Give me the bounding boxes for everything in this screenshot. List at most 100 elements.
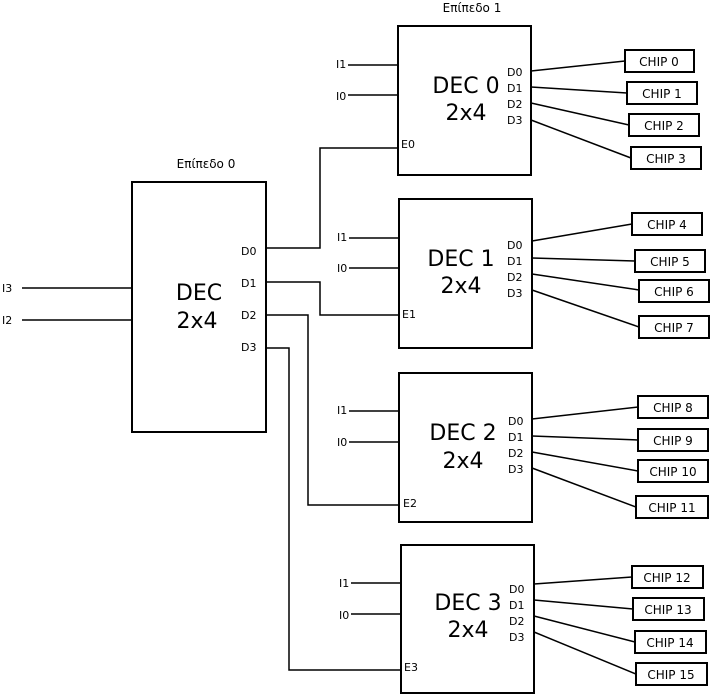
chip-9-label: CHIP 9 <box>653 434 693 448</box>
chip-14-box <box>634 630 707 654</box>
decoder-0-wire-chip-1 <box>530 86 628 94</box>
decoder-3-wire-chip-12 <box>533 576 633 585</box>
decoder-1-wire-chip-7 <box>531 289 640 328</box>
decoder-0-input-i0-label: I0 <box>336 90 346 103</box>
chip-6-box <box>638 279 710 303</box>
chip-7-label: CHIP 7 <box>654 321 694 335</box>
decoder-3-box <box>400 544 535 694</box>
decoder-1-wire-chip-4 <box>531 223 633 242</box>
level0-input-i2-label: I2 <box>2 314 12 327</box>
decoder-1-size: 2x4 <box>440 274 481 299</box>
decoder-2-wire-chip-10 <box>531 451 639 472</box>
level0-decoder-size: 2x4 <box>176 309 217 334</box>
decoder-1-name: DEC 1 <box>427 247 494 272</box>
chip-4-label: CHIP 4 <box>647 218 687 232</box>
decoder-1-output-d0-label: D0 <box>507 239 522 252</box>
level0-input-i3-label: I3 <box>2 282 12 295</box>
decoder-3-wire-chip-13 <box>533 599 634 610</box>
chip-3-label: CHIP 3 <box>646 152 686 166</box>
chip-15-label: CHIP 15 <box>647 668 694 682</box>
decoder-1-output-d2-label: D2 <box>507 271 522 284</box>
chip-8-label: CHIP 8 <box>653 401 693 415</box>
decoder-0-output-d0-label: D0 <box>507 66 522 79</box>
decoder-3-output-d2-label: D2 <box>509 615 524 628</box>
decoder-1-output-d3-label: D3 <box>507 287 522 300</box>
decoder-2-output-d1-label: D1 <box>508 431 523 444</box>
decoder-2-wire-chip-11 <box>531 467 637 508</box>
decoder-3-enable-label: E3 <box>404 661 418 674</box>
decoder-2-input-i0-label: I0 <box>337 436 347 449</box>
decoder-3-wire-chip-15 <box>533 631 637 675</box>
chip-8-box <box>637 395 709 419</box>
chip-11-label: CHIP 11 <box>648 501 695 515</box>
chip-13-label: CHIP 13 <box>644 603 691 617</box>
level0-output-d0-label: D0 <box>241 245 256 258</box>
decoder-1-wire-chip-6 <box>531 273 640 291</box>
chip-1-box <box>626 81 698 105</box>
level0-output-d3-label: D3 <box>241 341 256 354</box>
chip-5-label: CHIP 5 <box>650 255 690 269</box>
chip-13-box <box>632 597 705 621</box>
decoder-1-enable-label: E1 <box>402 308 416 321</box>
decoder-2-box <box>398 372 533 523</box>
chip-0-label: CHIP 0 <box>639 55 679 69</box>
chip-15-box <box>635 662 708 686</box>
decoder-2-output-d2-label: D2 <box>508 447 523 460</box>
decoder-2: DEC 2 2x4 I1 I0 E2 D0 D1 D2 D3 CHIP 8 CH… <box>337 372 709 523</box>
chip-12-box <box>631 565 704 589</box>
decoder-0-wire-chip-0 <box>530 60 626 72</box>
decoder-1-output-d1-label: D1 <box>507 255 522 268</box>
chip-9-box <box>637 428 709 452</box>
decoder-0-box <box>397 25 532 176</box>
decoder-3-size: 2x4 <box>447 618 488 643</box>
decoder-2-wire-chip-9 <box>531 435 639 441</box>
chip-4-box <box>631 212 703 236</box>
decoder-2-wire-chip-8 <box>531 406 639 420</box>
decoder-1: DEC 1 2x4 I1 I0 E1 D0 D1 D2 D3 CHIP 4 CH… <box>337 198 710 349</box>
decoder-3-name: DEC 3 <box>434 591 501 616</box>
level0-output-d2-label: D2 <box>241 309 256 322</box>
wire-d3-to-e3 <box>266 347 401 671</box>
decoder-2-output-d0-label: D0 <box>508 415 523 428</box>
decoder-0: DEC 0 2x4 I1 I0 E0 D0 D1 D2 D3 CHIP 0 CH… <box>336 25 702 176</box>
decoder-0-wire-chip-2 <box>530 102 630 126</box>
wire-d1-to-e1 <box>266 281 399 316</box>
decoder-0-size: 2x4 <box>445 101 486 126</box>
decoder-0-output-d3-label: D3 <box>507 114 522 127</box>
chip-3-box <box>630 146 702 170</box>
level0-decoder-box <box>131 181 267 433</box>
chip-7-box <box>638 315 710 339</box>
decoder-2-input-i1-label: I1 <box>337 404 347 417</box>
decoder-3-input-i0-label: I0 <box>339 609 349 622</box>
decoder-0-wire-chip-3 <box>530 119 632 159</box>
level0-output-d1-label: D1 <box>241 277 256 290</box>
chip-2-label: CHIP 2 <box>644 119 684 133</box>
decoder-0-name: DEC 0 <box>432 74 499 99</box>
decoder-0-output-d2-label: D2 <box>507 98 522 111</box>
decoder-3: DEC 3 2x4 I1 I0 E3 D0 D1 D2 D3 CHIP 12 C… <box>339 544 708 694</box>
chip-2-box <box>628 113 700 137</box>
wire-d2-to-e2 <box>266 314 399 506</box>
chip-12-label: CHIP 12 <box>643 571 690 585</box>
decoder-2-enable-label: E2 <box>403 497 417 510</box>
decoder-3-output-d1-label: D1 <box>509 599 524 612</box>
decoder-2-size: 2x4 <box>442 449 483 474</box>
chip-6-label: CHIP 6 <box>654 285 694 299</box>
decoder-3-wire-chip-14 <box>533 615 636 643</box>
level1-title: Επίπεδο 1 <box>443 1 502 15</box>
chip-10-label: CHIP 10 <box>649 465 696 479</box>
level0-title: Επίπεδο 0 <box>177 157 236 171</box>
level0-decoder-name: DEC <box>176 281 222 306</box>
decoder-1-box <box>398 198 533 349</box>
decoder-2-name: DEC 2 <box>429 421 496 446</box>
decoder-0-input-i1-label: I1 <box>336 58 346 71</box>
chip-0-box <box>624 49 695 73</box>
chip-1-label: CHIP 1 <box>642 87 682 101</box>
decoder-0-output-d1-label: D1 <box>507 82 522 95</box>
decoder-3-output-d3-label: D3 <box>509 631 524 644</box>
wire-d0-to-e0 <box>266 147 398 249</box>
decoder-3-output-d0-label: D0 <box>509 583 524 596</box>
decoder-1-input-i0-label: I0 <box>337 262 347 275</box>
decoder-0-enable-label: E0 <box>401 138 415 151</box>
